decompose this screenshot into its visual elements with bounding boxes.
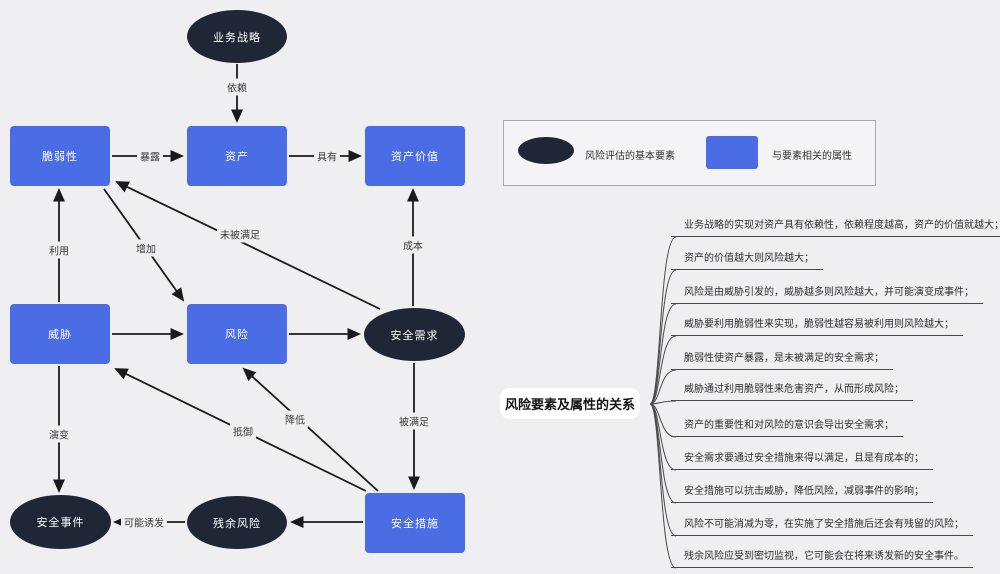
edge-label-exploit: 利用 (46, 241, 72, 259)
mindmap-statement: 资产的价值越大则风险越大； (671, 252, 823, 270)
mindmap-statement: 资产的重要性和对风险的意识会导出安全需求； (671, 419, 903, 437)
edge-label-may-trigger: 可能诱发 (121, 513, 167, 531)
mindmap-root-title: 风险要素及属性的关系 (500, 388, 640, 419)
node-asset: 资产 (187, 126, 287, 186)
legend-element-label: 风险评估的基本要素 (585, 151, 675, 162)
node-business-strategy: 业务战略 (187, 10, 287, 63)
legend-attribute-label: 与要素相关的属性 (772, 151, 852, 162)
legend-element-shape (518, 137, 574, 164)
node-security-need: 安全需求 (364, 308, 465, 361)
mindmap-statement: 安全措施可以抗击威胁，降低风险，减弱事件的影响； (671, 485, 933, 503)
node-risk: 风险 (187, 304, 287, 364)
node-security-measure: 安全措施 (365, 493, 465, 553)
edge-reduce-arrow (242, 367, 379, 492)
edge-label-resist: 抵御 (230, 422, 256, 440)
mindmap-statement: 脆弱性使资产暴露，是未被满足的安全需求； (671, 352, 893, 370)
edge-label-unmet: 未被满足 (217, 225, 263, 243)
edge-label-reduce: 降低 (282, 410, 308, 428)
edge-label-increase: 增加 (133, 239, 159, 257)
edge-label-depend: 依赖 (224, 78, 250, 96)
node-asset-value: 资产价值 (365, 126, 465, 186)
mindmap-statement: 安全需求要通过安全措施来得以满足，且是有成本的； (671, 452, 933, 470)
edge-label-cost: 成本 (400, 236, 426, 254)
node-vulnerability: 脆弱性 (10, 126, 110, 186)
edge-unmet-arrow (115, 181, 381, 310)
mindmap-statement: 威胁要利用脆弱性来实现，脆弱性越容易被利用则风险越大； (671, 318, 963, 336)
node-residual-risk: 残余风险 (187, 496, 287, 549)
edge-label-have: 具有 (314, 147, 340, 165)
mindmap-statement: 风险是由威胁引发的，威胁越多则风险越大，并可能演变成事件； (671, 286, 983, 304)
edge-label-expose: 暴露 (137, 147, 163, 165)
node-security-event: 安全事件 (10, 495, 111, 549)
mindmap-statement: 业务战略的实现对资产具有依赖性，依赖程度越高，资产的价值就越大； (671, 219, 1000, 237)
node-threat: 威胁 (10, 304, 110, 364)
legend: 风险评估的基本要素 与要素相关的属性 (503, 120, 876, 186)
edge-label-satisfied: 被满足 (396, 412, 432, 430)
edge-label-evolve: 演变 (46, 425, 72, 443)
mindmap-statement: 风险不可能消减为零，在实施了安全措施后还会有残留的风险； (671, 518, 973, 536)
mindmap-statement: 威胁通过利用脆弱性来危害资产，从而形成风险； (671, 383, 913, 401)
legend-attribute-shape (706, 136, 758, 169)
mindmap-statement: 残余风险应受到密切监视，它可能会在将来诱发新的安全事件。 (671, 550, 973, 568)
